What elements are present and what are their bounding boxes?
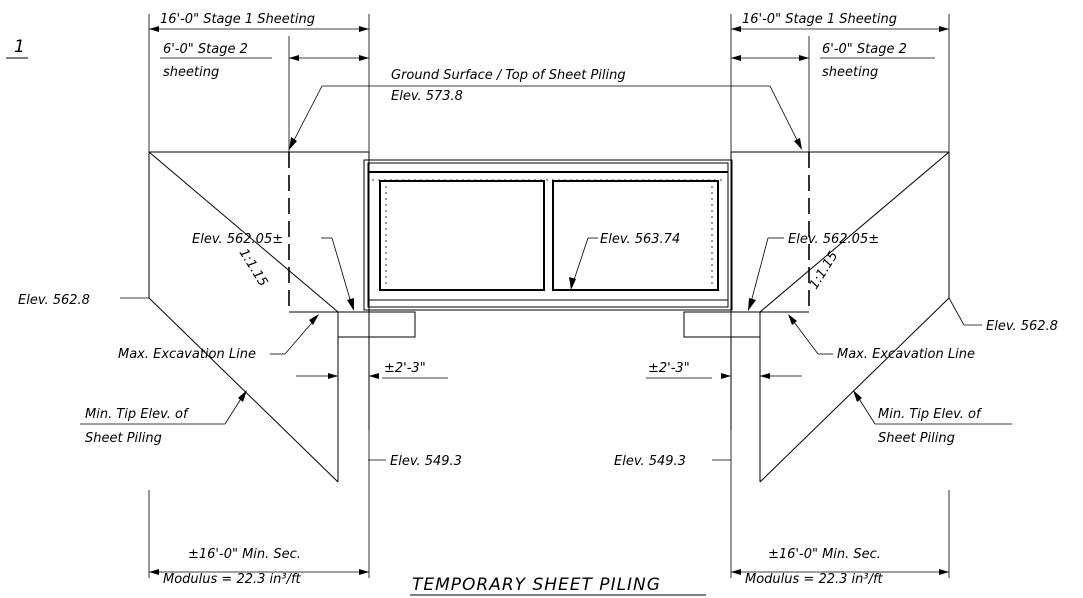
right-elev-562-8-leader [948, 297, 982, 326]
left-max-excavation-leader [270, 314, 319, 355]
left-section-modulus-label-1: ±16'-0" Min. Sec. [188, 547, 301, 562]
right-min-tip-label-1: Min. Tip Elev. of [878, 407, 983, 422]
stage1-sheeting-right-label: 16'-0" Stage 1 Sheeting [742, 12, 897, 27]
right-bottom-dimension [731, 569, 949, 575]
center-elev-label: Elev. 563.74 [600, 232, 680, 247]
extension-lines [148, 14, 950, 578]
left-min-tip-leader [80, 390, 247, 425]
top-dimensions [149, 26, 949, 61]
left-slope-label: 1:1.15 [236, 246, 271, 289]
right-excavation [683, 151, 950, 483]
left-elev-549-3-label: Elev. 549.3 [390, 454, 462, 469]
box-culvert [363, 159, 733, 311]
left-offset-label: ±2'-3" [384, 361, 426, 376]
left-min-tip-label-1: Min. Tip Elev. of [85, 407, 190, 422]
left-offset-dimension [296, 373, 379, 379]
sheet-marker: 1 [14, 37, 25, 57]
left-elev-562-05-leader [321, 237, 354, 311]
right-section-modulus-label-1: ±16'-0" Min. Sec. [768, 547, 881, 562]
left-elev-562-05-label: Elev. 562.05± [192, 232, 283, 247]
right-elev-549-3-label: Elev. 549.3 [614, 454, 686, 469]
right-max-excavation-label: Max. Excavation Line [837, 347, 975, 362]
left-section-modulus-label-2: Modulus = 22.3 in³/ft [163, 572, 302, 587]
right-min-tip-label-2: Sheet Piling [878, 431, 955, 446]
right-min-tip-leader [853, 390, 1012, 425]
stage2-sheeting-right-label-2: sheeting [822, 65, 878, 80]
right-offset-dimension [721, 373, 802, 379]
right-elev-562-05-label: Elev. 562.05± [788, 232, 879, 247]
stage1-sheeting-left-label: 16'-0" Stage 1 Sheeting [160, 12, 315, 27]
right-offset-label: ±2'-3" [648, 361, 690, 376]
ground-surface-leader [289, 85, 802, 150]
drawing-title: TEMPORARY SHEET PILING [412, 575, 661, 595]
ground-surface-label: Ground Surface / Top of Sheet Piling [391, 68, 626, 83]
ground-surface-elev-label: Elev. 573.8 [391, 89, 463, 104]
left-min-tip-label-2: Sheet Piling [85, 431, 162, 446]
left-elev-562-8-label: Elev. 562.8 [18, 293, 90, 308]
right-elev-562-8-label: Elev. 562.8 [986, 319, 1058, 334]
left-bottom-dimension [149, 569, 369, 575]
stage2-sheeting-left-label-1: 6'-0" Stage 2 [163, 42, 248, 57]
right-max-excavation-leader [788, 314, 833, 355]
stage2-sheeting-left-label-2: sheeting [163, 65, 219, 80]
right-elev-562-05-leader [748, 237, 784, 311]
right-slope-label: 1:1.15 [807, 249, 842, 292]
center-elev-leader [569, 237, 598, 290]
left-excavation [148, 151, 416, 483]
left-max-excavation-label: Max. Excavation Line [118, 347, 256, 362]
right-section-modulus-label-2: Modulus = 22.3 in³/ft [745, 572, 884, 587]
stage2-sheeting-right-label-1: 6'-0" Stage 2 [822, 42, 907, 57]
